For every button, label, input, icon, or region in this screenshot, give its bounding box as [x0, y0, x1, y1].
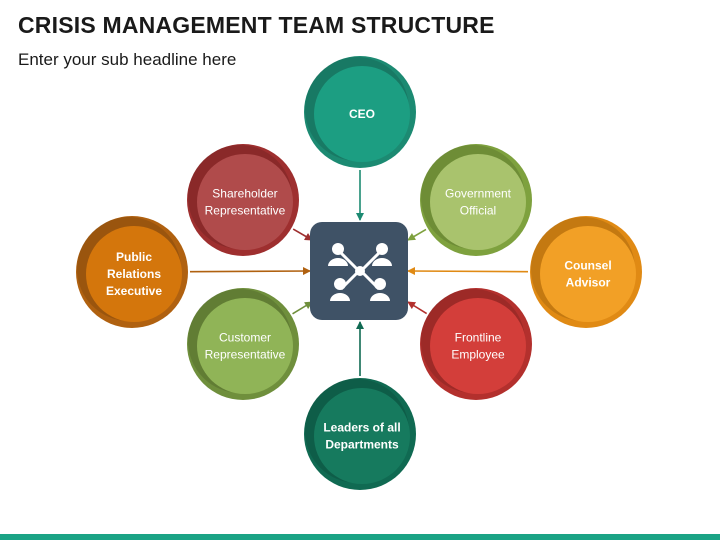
node-label-line: Frontline: [455, 331, 502, 345]
node-label-line: Public: [116, 250, 152, 264]
node-fill: [314, 66, 410, 162]
connectors: [189, 170, 529, 376]
node-label-line: Advisor: [566, 276, 611, 290]
node-label-line: Employee: [451, 348, 505, 362]
node-fill: [314, 388, 410, 484]
node-label-line: Shareholder: [212, 187, 277, 201]
node-fill: [430, 298, 526, 394]
node-label-line: Relations: [107, 267, 161, 281]
connector-public-relations-executive: [189, 267, 311, 276]
connector-customer-representative: [292, 301, 313, 315]
node-fill: [197, 298, 293, 394]
center-hub[interactable]: [310, 222, 408, 320]
connector-counsel-advisor: [407, 267, 529, 276]
node-label-line: Representative: [205, 348, 286, 362]
connector-shareholder-representative: [292, 228, 313, 241]
node-fill: [86, 226, 182, 322]
node-label-line: Government: [445, 187, 512, 201]
node-ceo[interactable]: CEO: [304, 56, 416, 168]
node-label-line: Official: [460, 204, 496, 218]
connector-government-official: [407, 228, 427, 241]
team-network-icon: [328, 243, 392, 301]
node-label-line: Customer: [219, 331, 271, 345]
node-label-line: Counsel: [564, 259, 611, 273]
node-label-line: CEO: [349, 107, 375, 121]
node-label-line: Representative: [205, 204, 286, 218]
node-fill: [430, 154, 526, 250]
node-label-line: Departments: [325, 438, 399, 452]
node-fill: [197, 154, 293, 250]
node-label-line: Leaders of all: [323, 421, 400, 435]
node-label-line: Executive: [106, 284, 162, 298]
page-title: CRISIS MANAGEMENT TEAM STRUCTURE: [18, 12, 495, 38]
footer-accent-bar: [0, 534, 720, 540]
page-subtitle: Enter your sub headline here: [18, 50, 237, 69]
connector-frontline-employee: [407, 301, 428, 315]
node-fill: [540, 226, 636, 322]
